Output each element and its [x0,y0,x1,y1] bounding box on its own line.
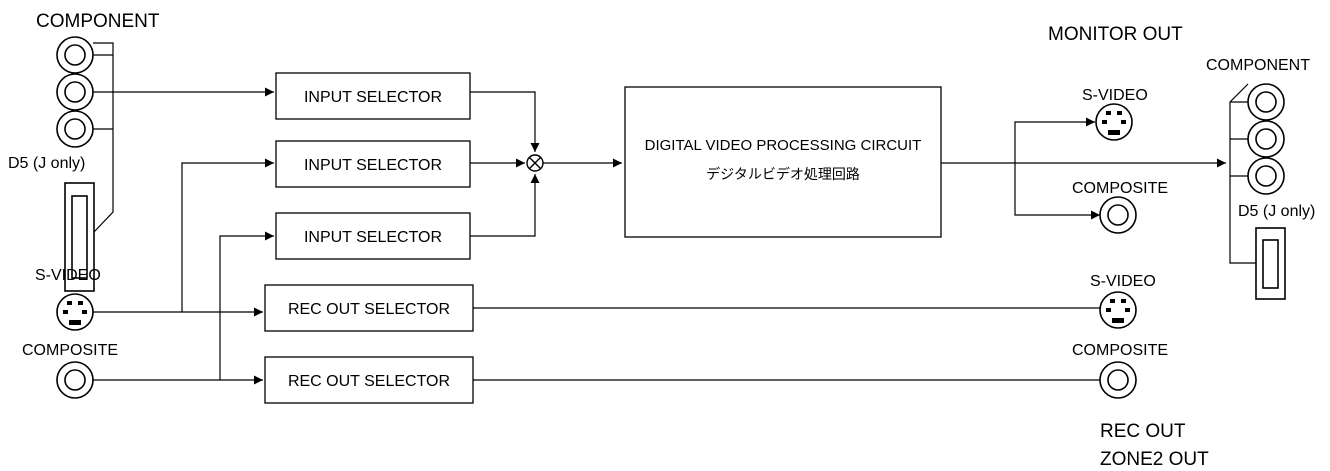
input-composite-label: COMPOSITE [22,342,118,359]
monitor-d5-connector [1255,227,1286,300]
input-selector-3: INPUT SELECTOR [275,212,471,260]
monitor-composite-jack [1099,196,1137,234]
rec-out-selector-1: REC OUT SELECTOR [264,284,474,332]
rec-composite-label: COMPOSITE [1072,342,1168,359]
monitor-component-d5-bracket [1229,83,1256,264]
monitor-component-jack-2 [1247,120,1285,158]
composite-to-input-selector-3 [219,231,274,380]
rec-svideo-jack [1099,291,1137,329]
monitor-component-label: COMPONENT [1206,57,1310,74]
svg-text:INPUT SELECTOR: INPUT SELECTOR [304,89,442,106]
component-d5-bracket [93,42,114,233]
selector-3-to-mixer [470,174,540,237]
monitor-component-jack-1 [1247,83,1285,121]
svideo-to-input-selector-2 [181,158,274,312]
input-component-jack-2 [56,73,94,111]
processor-to-monitor-svideo [1014,117,1095,163]
monitor-svideo-jack [1095,103,1133,141]
monitor-out-label: MONITOR OUT [1048,24,1183,45]
input-selector-1: INPUT SELECTOR [275,72,471,120]
input-svideo-jack [56,293,94,331]
input-selector-2: INPUT SELECTOR [275,140,471,188]
input-svideo-label: S-VIDEO [35,267,101,284]
input-d5-label: D5 (J only) [8,155,85,172]
monitor-composite-label: COMPOSITE [1072,180,1168,197]
digital-video-processing-circuit: DIGITAL VIDEO PROCESSING CIRCUIT デジタルビデオ… [624,86,942,238]
processor-to-monitor-composite [1014,163,1100,220]
svg-text:INPUT SELECTOR: INPUT SELECTOR [304,157,442,174]
svg-text:REC OUT SELECTOR: REC OUT SELECTOR [288,301,450,318]
mixer-junction-icon [526,154,544,172]
rec-composite-jack [1099,361,1137,399]
processor-subtitle: デジタルビデオ処理回路 [706,166,860,183]
svg-text:INPUT SELECTOR: INPUT SELECTOR [304,229,442,246]
rec-out-selector-2: REC OUT SELECTOR [264,356,474,404]
input-d5-connector [64,182,95,292]
input-composite-jack [56,361,94,399]
rec-out-label: REC OUT [1100,421,1186,442]
processor-title: DIGITAL VIDEO PROCESSING CIRCUIT [645,137,922,154]
monitor-d5-label: D5 (J only) [1238,203,1315,220]
input-component-label: COMPONENT [36,11,160,32]
zone2-out-label: ZONE2 OUT [1100,449,1209,470]
input-component-jack-3 [56,110,94,148]
svg-text:REC OUT SELECTOR: REC OUT SELECTOR [288,373,450,390]
input-component-jack-1 [56,36,94,74]
rec-svideo-label: S-VIDEO [1090,273,1156,290]
monitor-svideo-label: S-VIDEO [1082,87,1148,104]
monitor-component-jack-3 [1247,157,1285,195]
selector-1-to-mixer [470,91,540,152]
